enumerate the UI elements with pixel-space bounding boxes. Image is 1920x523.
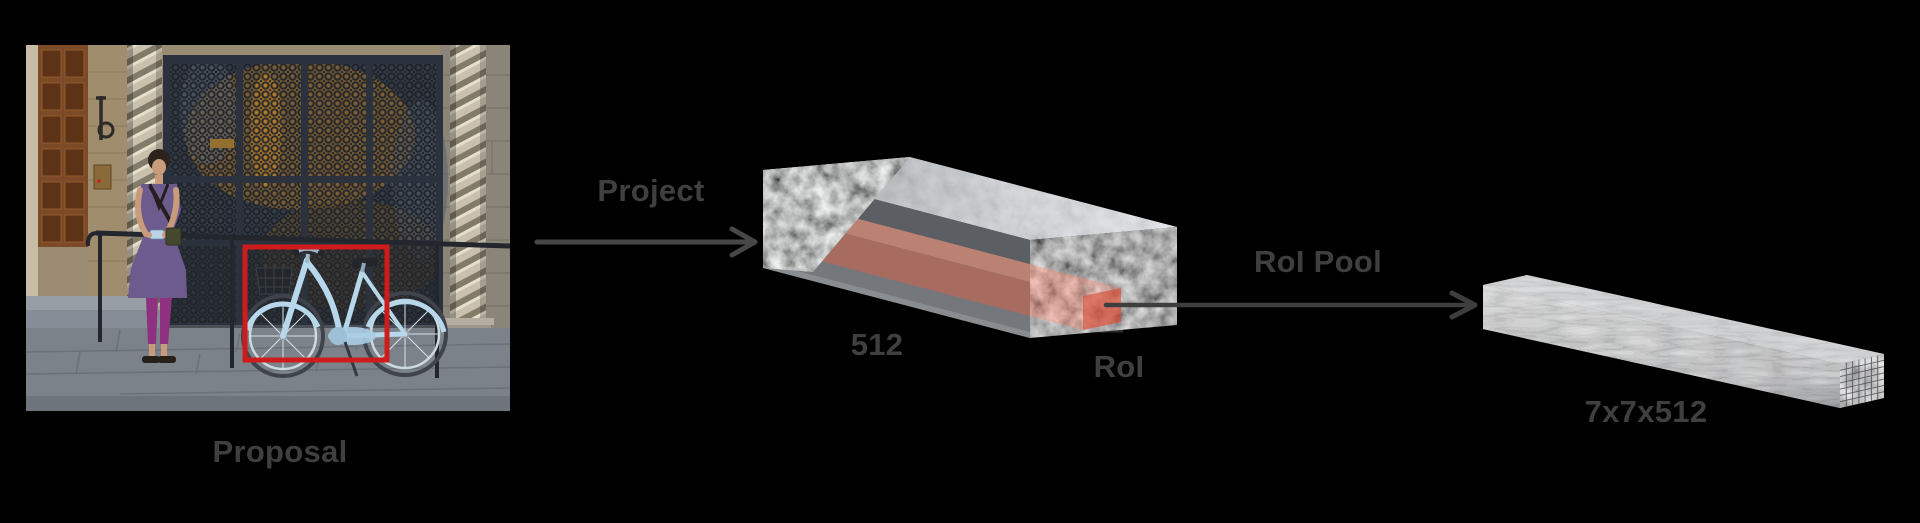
bicycle-seat bbox=[352, 257, 379, 268]
end-cap-grid bbox=[1840, 355, 1884, 407]
roi-front-face bbox=[813, 225, 1083, 330]
iron-bracket bbox=[96, 96, 115, 140]
photo-woman bbox=[128, 149, 187, 363]
photo-pavement bbox=[26, 296, 510, 411]
photo-stone-strip bbox=[88, 45, 130, 320]
brass-plaque bbox=[93, 164, 112, 190]
project-label: Project bbox=[597, 173, 705, 208]
brass-mail-slot bbox=[210, 139, 234, 148]
output-tensor-end-cap bbox=[1840, 354, 1884, 408]
proposal-bbox bbox=[242, 244, 390, 363]
roi-pool-label: RoI Pool bbox=[1253, 244, 1383, 279]
roi-pool-arrow bbox=[1103, 290, 1478, 320]
photo-pilaster bbox=[26, 45, 38, 300]
photo-iron-gate bbox=[163, 55, 448, 330]
photo-wooden-door bbox=[38, 45, 88, 247]
photo-bicycle bbox=[241, 246, 448, 378]
proposal-label: Proposal bbox=[212, 434, 348, 469]
feature-map-depth-label: 512 bbox=[850, 327, 904, 362]
output-tensor bbox=[1483, 275, 1884, 408]
feature-map-block bbox=[763, 157, 1177, 338]
input-photo bbox=[26, 45, 510, 411]
project-arrow bbox=[534, 226, 758, 258]
output-size-label: 7x7x512 bbox=[1584, 394, 1708, 429]
roi-label: RoI bbox=[1093, 349, 1145, 384]
